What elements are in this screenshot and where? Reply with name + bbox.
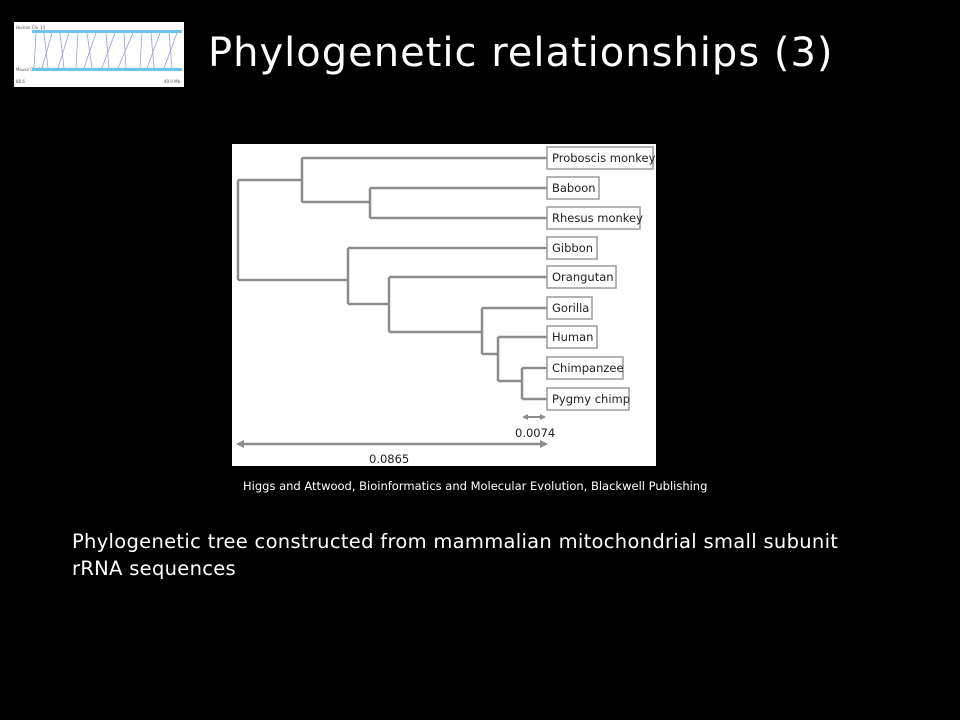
thumb-synteny-links — [33, 32, 178, 69]
scale-bar-small — [522, 414, 546, 420]
thumb-label-mouse: Mouse Chr 12 — [16, 67, 44, 72]
thumb-track-bottom — [32, 68, 182, 71]
synteny-link — [150, 32, 155, 69]
scale-bar-large-label: 0.0865 — [369, 452, 409, 466]
taxon-label: Human — [552, 330, 593, 344]
taxon-pygmy-chimp: Pygmy chimp — [546, 387, 630, 411]
taxon-label: Pygmy chimp — [552, 392, 630, 406]
thumb-label-human: Human Chr 14 — [16, 25, 45, 30]
thumb-scale-right: 40.0 Mb — [164, 79, 181, 84]
synteny-link — [117, 32, 134, 69]
taxon-proboscis-monkey: Proboscis monkey — [546, 146, 656, 170]
taxon-rhesus-monkey: Rhesus monkey — [546, 206, 643, 230]
taxon-label: Gibbon — [552, 241, 593, 255]
scale-bar-large — [236, 440, 548, 448]
taxon-label: Gorilla — [552, 301, 589, 315]
synteny-link — [105, 32, 110, 69]
synteny-thumbnail-graphic: Human Chr 14 Mouse Chr 12 88.6 40.0 Mb — [14, 22, 184, 87]
thumb-track-top — [32, 30, 182, 33]
taxon-label: Chimpanzee — [552, 361, 624, 375]
synteny-link — [59, 32, 65, 69]
tree-branches — [236, 156, 547, 401]
synteny-link — [123, 32, 127, 69]
taxon-labels: Proboscis monkey Baboon Rhesus monkey Gi… — [546, 146, 656, 411]
taxon-label: Rhesus monkey — [552, 211, 643, 225]
taxon-gorilla: Gorilla — [546, 296, 593, 320]
synteny-link — [43, 32, 49, 69]
figure-citation: Higgs and Attwood, Bioinformatics and Mo… — [243, 479, 708, 493]
slide-caption: Phylogenetic tree constructed from mamma… — [72, 530, 839, 580]
slide-title: Phylogenetic relationships (3) — [208, 30, 834, 76]
taxon-label: Proboscis monkey — [552, 151, 656, 165]
taxon-label: Baboon — [552, 181, 596, 195]
synteny-link — [33, 32, 37, 69]
synteny-thumbnail: Human Chr 14 Mouse Chr 12 88.6 40.0 Mb — [14, 22, 184, 87]
synteny-link — [41, 32, 53, 69]
taxon-orangutan: Orangutan — [546, 265, 617, 289]
synteny-link — [83, 32, 97, 69]
synteny-link — [101, 32, 116, 69]
synteny-link — [75, 32, 79, 69]
taxon-chimpanzee: Chimpanzee — [546, 356, 624, 380]
taxon-human: Human — [546, 325, 598, 349]
phylogenetic-tree-figure: Proboscis monkey Baboon Rhesus monkey Gi… — [232, 144, 656, 466]
taxon-baboon: Baboon — [546, 176, 600, 200]
synteny-link — [146, 32, 161, 69]
synteny-link — [57, 32, 70, 69]
synteny-link — [139, 32, 143, 69]
synteny-link — [86, 32, 93, 69]
taxon-gibbon: Gibbon — [546, 236, 598, 260]
scale-bar-small-label: 0.0074 — [515, 426, 555, 440]
thumb-scale-left: 88.6 — [16, 79, 25, 84]
phylogenetic-tree: Proboscis monkey Baboon Rhesus monkey Gi… — [236, 146, 656, 466]
synteny-link — [163, 32, 178, 69]
taxon-label: Orangutan — [552, 270, 614, 284]
